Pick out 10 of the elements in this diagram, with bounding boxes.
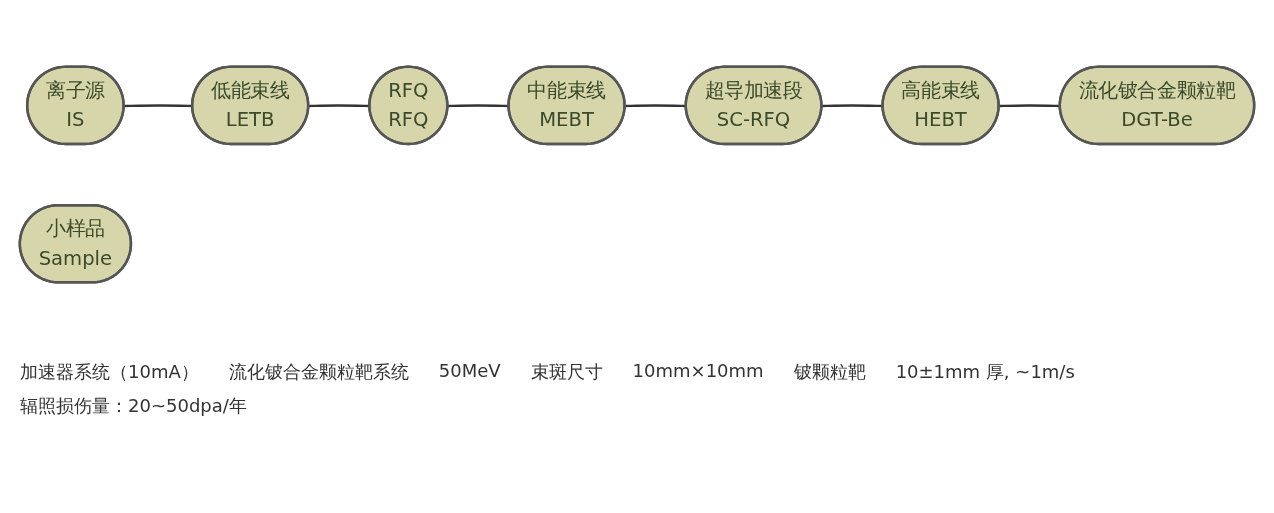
note-text: 10mm×10mm	[632, 360, 764, 383]
note-text: 流化铍合金颗粒靶系统	[228, 360, 409, 384]
note-text: 50MeV	[438, 360, 501, 383]
connector	[308, 104, 370, 108]
note-text: 辐照损伤量：20~50dpa/年	[20, 394, 247, 418]
note-text: 束斑尺寸	[530, 360, 603, 384]
note-text: 铍颗粒靶	[793, 360, 866, 384]
connector	[124, 104, 193, 108]
note-text: 加速器系统（10mA）	[20, 360, 199, 384]
note-text: 10±1mm 厚, ~1m/s	[895, 360, 1075, 384]
